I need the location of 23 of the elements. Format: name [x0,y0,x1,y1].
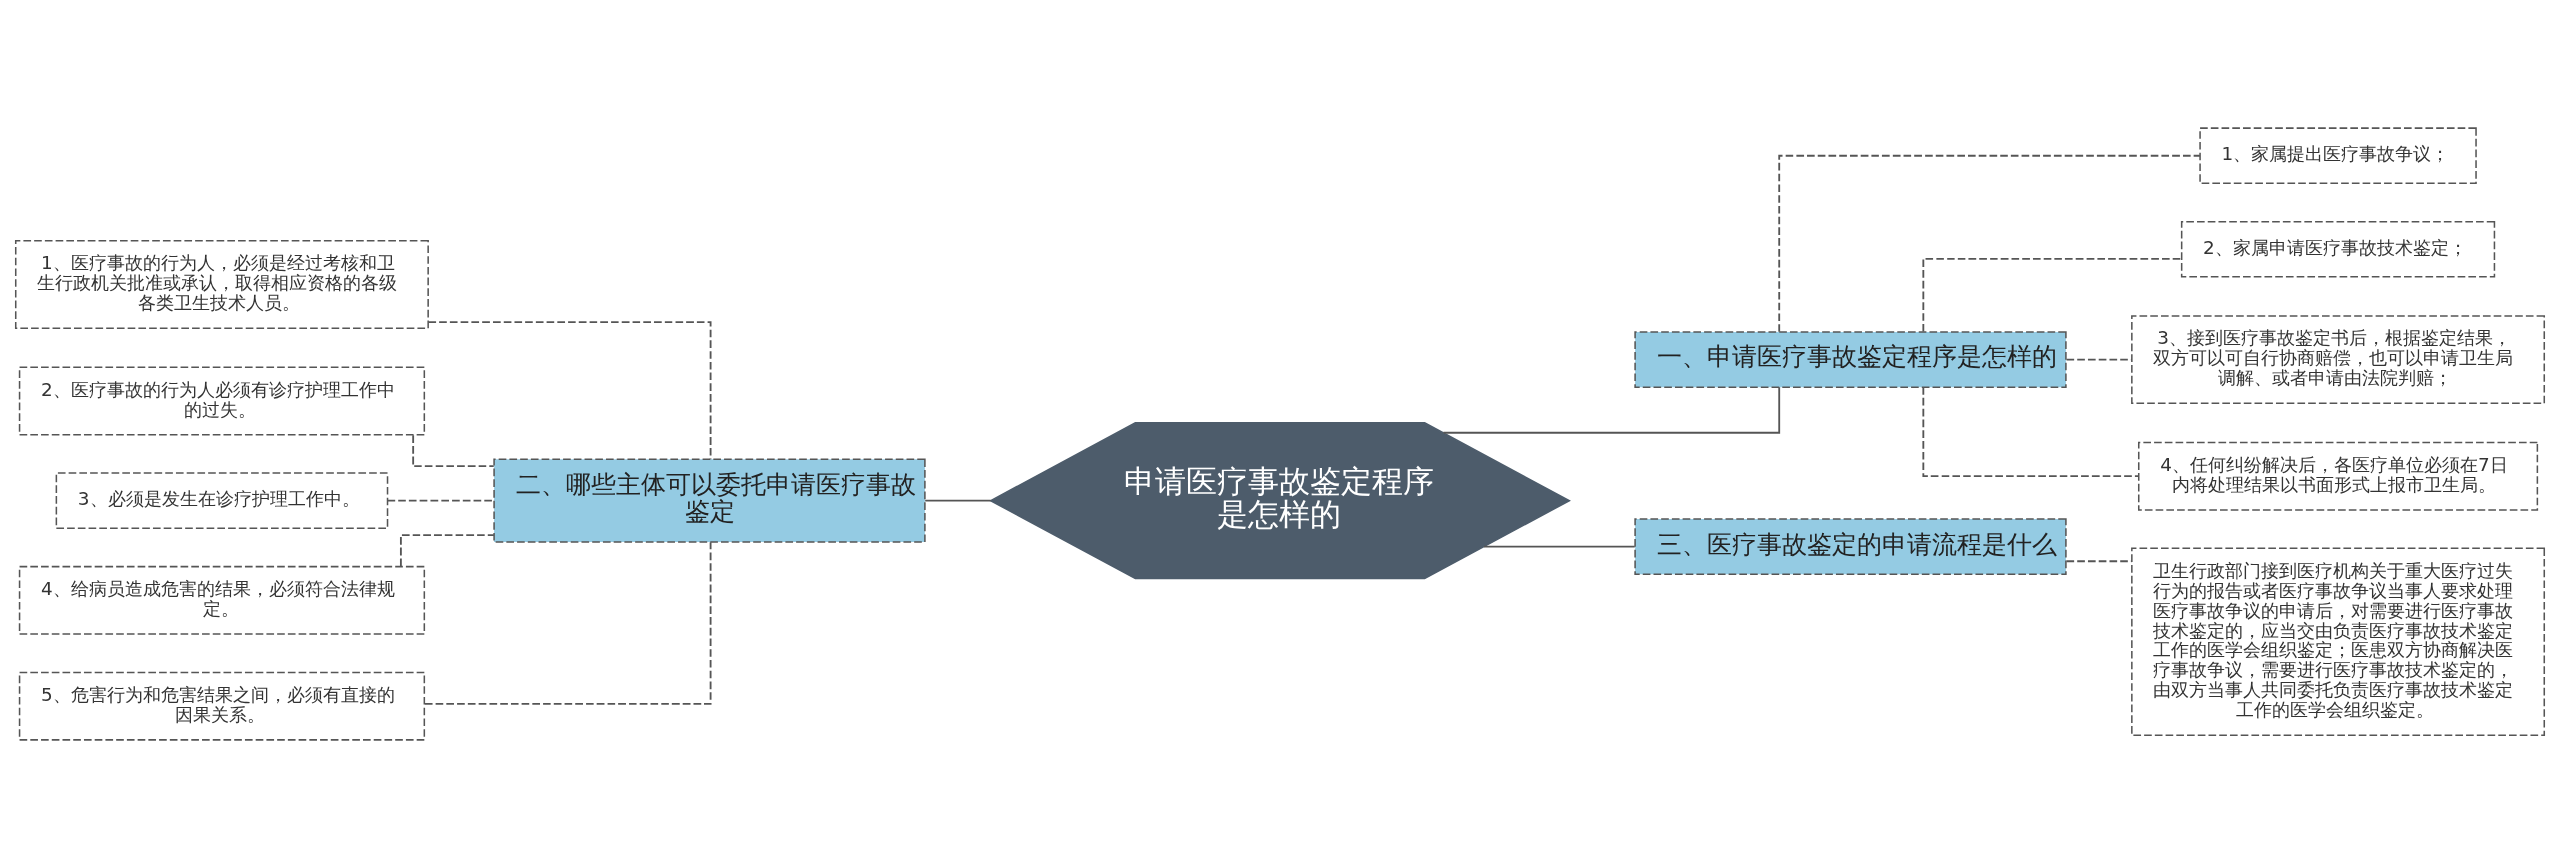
node-box: 3、必须是发生在诊疗护理工作中。 [55,471,389,529]
node-box: 4、任何纠纷解决后，各医疗单位必须在7日内将处理结果以书面形式上报市卫生局。 [2137,441,2539,511]
connector [1922,385,2140,477]
connector [1483,545,1636,548]
node-box: 三、医疗事故鉴定的申请流程是什么 [1634,517,2067,575]
connector [1922,257,2183,332]
node-box: 4、给病员造成危害的结果，必须符合法律规定。 [18,565,426,635]
node-box: 3、接到医疗事故鉴定书后，根据鉴定结果，双方可以可自行协商赔偿，也可以申请卫生局调解、或者申请由法院判赔； [2131,314,2546,404]
connector [2065,358,2133,361]
connector [1778,154,2201,333]
node-box: 一、申请医疗事故鉴定程序是怎样的 [1634,330,2067,388]
connector [924,499,992,502]
node-box: 二、哪些主体可以委托申请医疗事故鉴定 [493,458,926,543]
node-box: 2、医疗事故的行为人必须有诊疗护理工作中的过失。 [18,366,426,436]
connector [1442,385,1781,434]
node-box: 5、危害行为和危害结果之间，必须有直接的因果关系。 [18,671,426,741]
node-box: 1、医疗事故的行为人，必须是经过考核和卫生行政机关批准或承认，取得相应资格的各级各类卫生技术人员。 [14,239,429,329]
node-box: 卫生行政部门接到医疗机构关于重大医疗过失行为的报告或者医疗事故争议当事人要求处理医疗事故争议的申请后，对需要进行医疗事故技术鉴定的，应当交由负责医疗事故技术鉴定工作的医学会组织鉴定；医患双方协商解决医疗事故争议，需要进行医疗事故技术鉴定的，由双方当事人共同委托负责医疗事故技术鉴定工作的医学会组织鉴定。 [2131,546,2546,736]
node-box: 2、家属申请医疗事故技术鉴定； [2180,220,2496,278]
connector [424,540,712,705]
node-box: 1、家属提出医疗事故争议； [2199,126,2477,184]
connector [2065,559,2133,562]
connector [386,499,495,502]
